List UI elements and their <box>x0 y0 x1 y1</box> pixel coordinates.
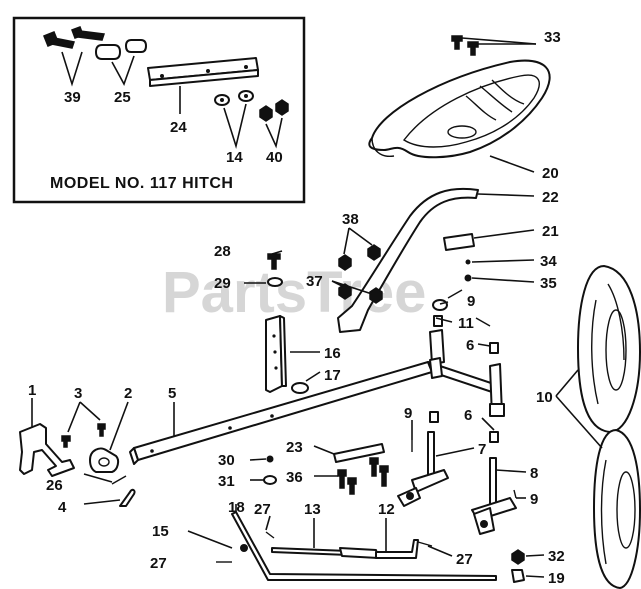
callout-4: 4 <box>58 499 67 516</box>
cotter-27 <box>216 531 433 563</box>
callout-29: 29 <box>214 275 231 292</box>
tie-rod-18 <box>231 511 497 581</box>
callout-14: 14 <box>226 149 243 166</box>
callout-6-upper: 6 <box>466 337 474 354</box>
drag-link-13 <box>271 547 379 559</box>
callout-25: 25 <box>114 89 131 106</box>
hitch-plate-24 <box>147 57 259 87</box>
bushing-17 <box>291 382 309 394</box>
hitch-bracket-1 <box>19 423 75 477</box>
callout-26: 26 <box>46 477 63 494</box>
callout-3: 3 <box>74 385 82 402</box>
callout-36: 36 <box>286 469 303 486</box>
callout-10: 10 <box>536 389 553 406</box>
spring-hardware <box>432 259 499 354</box>
bolt-3 <box>61 423 106 448</box>
drag-link-12 <box>375 539 419 559</box>
callout-27-left: 27 <box>150 555 167 572</box>
callout-16: 16 <box>324 345 341 362</box>
callout-numbers: 39 25 24 14 40 33 20 22 21 34 35 38 28 2… <box>28 29 565 587</box>
callout-30: 30 <box>218 452 235 469</box>
callout-9-upper: 9 <box>467 293 475 310</box>
nut-30 <box>266 455 274 463</box>
bolt-36 <box>337 457 389 495</box>
frame-5 <box>129 329 505 465</box>
callout-18: 18 <box>228 499 245 516</box>
washer-29 <box>267 277 283 287</box>
spring-bracket-21 <box>443 233 475 251</box>
callout-27-right: 27 <box>456 551 473 568</box>
inset-frame <box>12 16 306 204</box>
callout-37: 37 <box>306 273 323 290</box>
hitch-inset: MODEL NO. 117 HITCH <box>12 16 306 204</box>
nut-15 <box>240 544 248 552</box>
callout-31: 31 <box>218 473 235 490</box>
roll-pin-9 <box>411 440 517 499</box>
callout-34: 34 <box>540 253 557 270</box>
plate-23 <box>333 443 385 463</box>
callout-32: 32 <box>548 548 565 565</box>
callout-22: 22 <box>542 189 559 206</box>
washer-31 <box>263 475 277 485</box>
callout-8: 8 <box>530 465 538 482</box>
wheel-10-upper <box>577 265 641 433</box>
callout-35: 35 <box>540 275 557 292</box>
callout-40: 40 <box>266 149 283 166</box>
spacer-25 <box>95 39 147 60</box>
callout-17: 17 <box>324 367 341 384</box>
callout-5: 5 <box>168 385 176 402</box>
callout-27-upper: 27 <box>254 501 271 518</box>
wheel-10-lower <box>593 429 641 589</box>
callout-9-mid: 9 <box>404 405 412 422</box>
callout-15: 15 <box>152 523 169 540</box>
callout-20: 20 <box>542 165 559 182</box>
callout-33: 33 <box>544 29 561 46</box>
callout-2: 2 <box>124 385 132 402</box>
callout-21: 21 <box>542 223 559 240</box>
nut-37 <box>338 283 383 304</box>
callout-38: 38 <box>342 211 359 228</box>
seat-support-16 <box>265 315 287 393</box>
callout-24: 24 <box>170 119 187 136</box>
nut-14 <box>214 90 254 106</box>
cap-19 <box>511 569 525 583</box>
nut-38 <box>338 244 381 271</box>
hitch-pin-4 <box>119 488 136 507</box>
callout-28: 28 <box>214 243 231 260</box>
callout-11: 11 <box>458 315 474 332</box>
leader-lines <box>31 37 603 578</box>
seat-20 <box>368 59 551 159</box>
callout-13: 13 <box>304 501 321 518</box>
callout-7: 7 <box>478 441 486 458</box>
callout-19: 19 <box>548 570 565 587</box>
callout-1: 1 <box>28 382 36 399</box>
spindle-7 <box>397 431 449 507</box>
callout-12: 12 <box>378 501 395 518</box>
bushing-6 <box>429 411 499 443</box>
spindle-8 <box>471 457 517 535</box>
bolt-39 <box>43 26 106 49</box>
nut-32 <box>511 549 525 565</box>
inset-caption: MODEL NO. 117 HITCH <box>50 175 233 192</box>
pin-26 <box>111 475 127 485</box>
callout-9-lower: 9 <box>530 491 538 508</box>
callout-39: 39 <box>64 89 81 106</box>
callout-23: 23 <box>286 439 303 456</box>
clevis-2 <box>89 447 120 473</box>
lockwasher-40 <box>259 99 289 122</box>
callout-6-lower: 6 <box>464 407 472 424</box>
